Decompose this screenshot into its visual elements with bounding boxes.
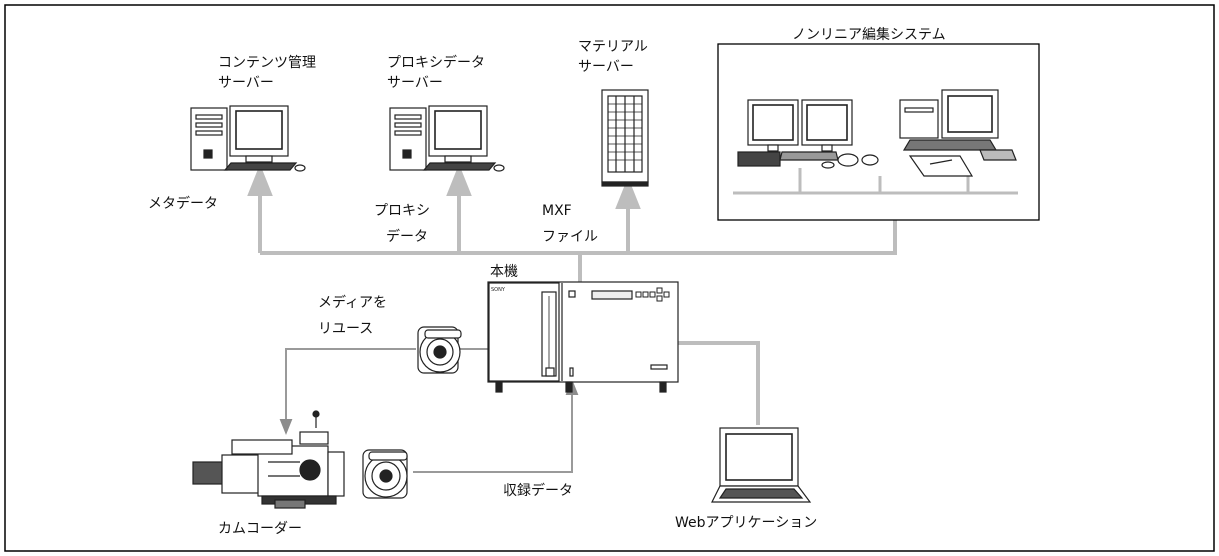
deck-icon <box>487 281 679 393</box>
disc-flow-lines <box>279 348 579 473</box>
server-rack-icon <box>601 89 649 187</box>
proxy-data-label: プロキシ データ <box>374 203 430 245</box>
nle-system-label: ノンリニア編集システム <box>792 27 946 43</box>
camcorder-label: カムコーダー <box>218 521 302 537</box>
outer-frame <box>4 4 1215 552</box>
deck-brand-mark: SONY <box>491 287 506 293</box>
recorded-data-label: 収録データ <box>503 483 573 499</box>
laptop-icon <box>711 427 812 503</box>
metadata-label: メタデータ <box>148 196 218 212</box>
optical-disc-icon <box>362 449 408 499</box>
content-server-label: コンテンツ管理 サーバー <box>218 55 316 91</box>
optical-disc-icon <box>417 326 462 374</box>
material-server-label: マテリアル サーバー <box>578 39 648 75</box>
desktop-pc-icon <box>389 105 505 172</box>
main-unit-label: 本機 <box>490 264 518 280</box>
media-reuse-label: メディアを リユース <box>318 295 388 337</box>
web-app-label: Webアプリケーション <box>675 515 818 531</box>
mxf-file-label: MXF ファイル <box>542 203 598 245</box>
proxy-server-label: プロキシデータ サーバー <box>387 55 485 91</box>
desktop-pc-icon <box>190 105 306 172</box>
editing-workstation-icon <box>737 89 1017 177</box>
nle-bus <box>733 168 1018 195</box>
deck-buttons <box>635 287 670 302</box>
camcorder-icon <box>192 410 345 509</box>
